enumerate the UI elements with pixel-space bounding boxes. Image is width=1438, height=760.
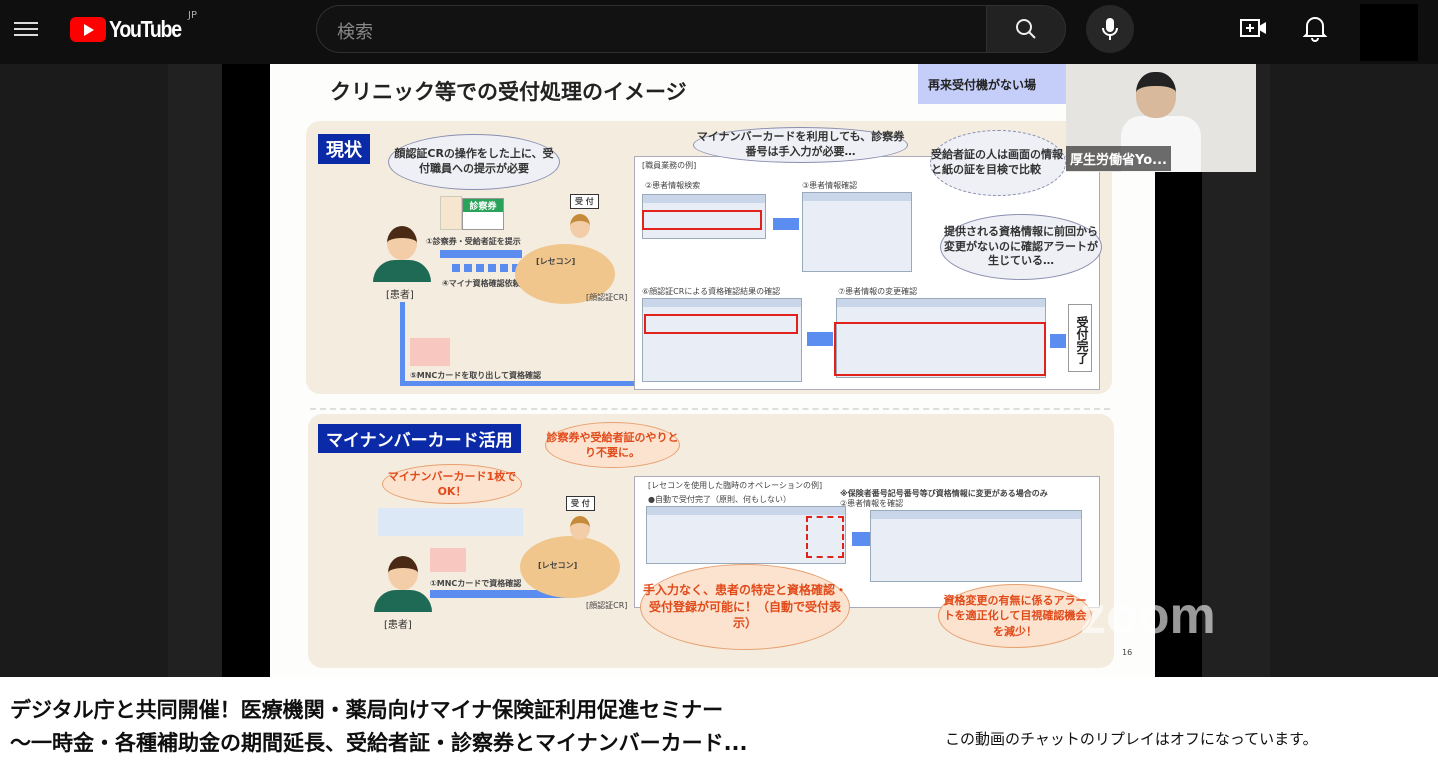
notifications-button[interactable] [1302, 14, 1328, 46]
search-icon [1016, 19, 1036, 39]
region-label: JP [188, 10, 197, 21]
create-button[interactable] [1240, 16, 1268, 44]
card-label: 診察券 [463, 199, 503, 212]
current-tag: 現状 [318, 134, 370, 164]
hamburger-icon[interactable] [14, 18, 38, 38]
step-1: ①MNCカードで資格確認 [430, 579, 522, 588]
search-input[interactable]: 検索 [316, 5, 986, 53]
arrow [773, 218, 799, 230]
window [802, 192, 912, 272]
reception-sign: 受 付 [570, 194, 599, 209]
staff-figure [570, 516, 590, 540]
screen-2: ②患者情報検索 [645, 181, 701, 190]
chat-replay-message: この動画のチャットのリプレイはオフになっています。 [945, 730, 1318, 748]
webcam-overlay: 厚生労働省Yo... [1066, 64, 1256, 172]
screen-6: ⑥顔認証CRによる資格確認結果の確認 [642, 287, 781, 296]
patient-figure [373, 226, 431, 282]
card-icon [410, 338, 450, 366]
play-logo-icon [70, 17, 106, 42]
avatar[interactable] [1360, 4, 1418, 61]
done-label: 受付完了 [1068, 304, 1092, 372]
window [836, 298, 1046, 378]
highlight [642, 210, 762, 230]
logo-text: YouTube [109, 16, 182, 42]
confirm-step: ②患者情報を確認 [840, 499, 904, 508]
top-bar: YouTube JP 検索 [0, 0, 1438, 64]
arrow-left-dashed [452, 264, 530, 272]
staff-example: [職員業務の例] [642, 161, 697, 170]
arrow-right [440, 250, 522, 258]
title-line-2: ～一時金・各種補助金の期間延長、受給者証・診察券とマイナンバーカード... [10, 731, 748, 755]
slide-title: クリニック等での受付処理のイメージ [330, 80, 687, 104]
auto-note: ●自動で受付完了（原則、何もしない） [648, 495, 791, 504]
patient-figure [374, 556, 432, 612]
patient-label: [患者] [386, 290, 414, 301]
staff-figure [570, 214, 590, 238]
consultation-card-icon: 診察券 [462, 198, 504, 230]
window [646, 506, 846, 564]
screen-3: ③患者情報確認 [802, 181, 858, 190]
arrow-right [430, 590, 570, 598]
bubble-reduce-alert: 資格変更の有無に係るアラートを適正化して目視確認機会を減少！ [938, 584, 1092, 648]
face-cr-label: [顔認証CR] [586, 601, 628, 610]
bubble-one-card: マイナンバーカード1枚でOK！ [382, 464, 522, 504]
step-5: ⑤MNCカードを取り出して資格確認 [410, 371, 542, 380]
arrow [1050, 334, 1066, 348]
reception-desk [520, 536, 620, 598]
face-cr-label: [顔認証CR] [586, 293, 628, 302]
window [642, 194, 766, 239]
voice-search-button[interactable] [1086, 5, 1134, 53]
highlight [806, 516, 844, 558]
video-title: デジタル庁と共同開催！医療機関・薬局向けマイナ保険証利用促進セミナー ～一時金・… [10, 694, 910, 760]
screen-7: ⑦患者情報の変更確認 [838, 287, 918, 296]
bubble-auto-register: 手入力なく、患者の特定と資格確認・受付登録が可能に！（自動で受付表示） [640, 564, 850, 650]
rececon-label: [レセコン] [538, 561, 578, 570]
search-button[interactable] [986, 5, 1066, 53]
card-icon [430, 548, 466, 572]
highlight [834, 322, 1046, 376]
patient-label: [患者] [384, 620, 412, 631]
zoom-watermark: zoom [1080, 587, 1216, 645]
bubble-face-cr: 顔認証CRの操作をした上に、受付職員への提示が必要 [388, 134, 560, 190]
bubble-alert: 提供される資格情報に前回から変更がないのに確認アラートが生じている… [940, 214, 1102, 280]
corner-note: 再来受付機がない場 [918, 64, 1078, 104]
window [870, 510, 1082, 582]
window [642, 298, 802, 382]
arrow [852, 532, 874, 546]
ops-example: [レセコンを使用した臨時のオペレーションの例] [648, 481, 823, 490]
presentation-slide: クリニック等での受付処理のイメージ 再来受付機がない場 現状 顔認証CRの操作を… [270, 64, 1155, 677]
divider [310, 408, 1110, 410]
youtube-logo[interactable]: YouTube JP [70, 10, 197, 43]
recipient-cert-icon [440, 196, 462, 230]
step-4: ④マイナ資格確認依頼 [442, 279, 521, 288]
bubble-visual-check: 受給者証の人は画面の情報と紙の証を目検で比較 [930, 130, 1066, 196]
bell-icon [1302, 17, 1328, 42]
page-number: 16 [1122, 648, 1133, 657]
video-plus-icon [1240, 19, 1266, 37]
mic-icon [1102, 18, 1118, 40]
reception-desk [515, 244, 615, 304]
cards-area [378, 508, 523, 536]
reception-sign: 受 付 [566, 496, 595, 511]
highlight [644, 314, 798, 334]
speaker-name: 厚生労働省Yo... [1066, 146, 1171, 171]
title-line-1: デジタル庁と共同開催！医療機関・薬局向けマイナ保険証利用促進セミナー [10, 698, 724, 722]
change-note: ※保険者番号記号番号等び資格情報に変更がある場合のみ [840, 489, 1048, 498]
bubble-manual-input: マイナンバーカードを利用しても、診察券番号は手入力が必要… [693, 127, 908, 163]
arrow [807, 332, 833, 346]
mynumber-tag: マイナンバーカード活用 [318, 424, 521, 453]
bubble-no-exchange: 診察券や受給者証のやりとり不要に。 [545, 422, 680, 468]
rececon-label: [レセコン] [536, 257, 576, 266]
step-1: ①診察券・受給者証を提示 [426, 237, 521, 246]
